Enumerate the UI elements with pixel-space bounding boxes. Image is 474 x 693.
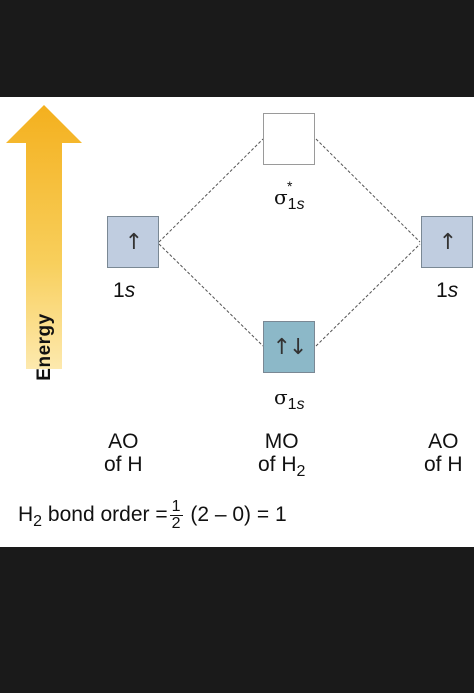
left-ao-caption: AO of H <box>104 430 143 476</box>
left-ao-box: ↑ <box>107 216 159 268</box>
right-ao-caption: AO of H <box>424 430 463 476</box>
left-ao-label: 1s <box>113 279 136 302</box>
left-ao-electrons: ↑ <box>124 229 143 255</box>
top-black-band <box>0 0 474 97</box>
energy-arrow-icon <box>6 105 82 369</box>
antibonding-label: σ*1s <box>274 178 305 213</box>
right-ao-box: ↑ <box>421 216 473 268</box>
bonding-mo-box: ↑↓ <box>263 321 315 373</box>
antibonding-mo-box <box>263 113 315 165</box>
bonding-electrons: ↑↓ <box>272 334 308 360</box>
bonding-label: σ1s <box>274 385 305 413</box>
mo-caption: MO of H2 <box>258 430 306 480</box>
connector-lines <box>158 138 421 347</box>
right-ao-electrons: ↑ <box>438 229 457 255</box>
right-ao-label: 1s <box>436 279 459 302</box>
bottom-black-band <box>0 547 474 693</box>
diagram-panel: Energy ↑ 1s ↑ 1s σ*1s ↑↓ σ1s AO of H MO … <box>0 97 474 547</box>
